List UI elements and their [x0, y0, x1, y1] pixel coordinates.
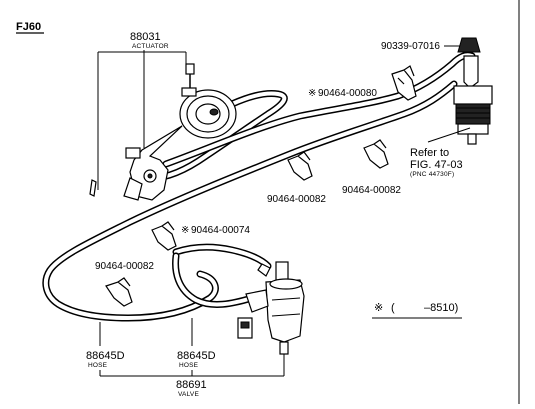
actuator-part	[123, 63, 237, 201]
part-name-valve: VALVE	[178, 391, 199, 398]
valve-part	[237, 261, 305, 355]
clamp-90464-00082-a	[287, 151, 313, 181]
part-number-90464-00080: 90464-00080	[318, 88, 377, 99]
footnote-range: –8510)	[424, 302, 458, 314]
part-mark-90464-00080: ※	[308, 88, 316, 99]
model-code: FJ60	[16, 21, 41, 33]
reference-line3: (PNC 44730F)	[410, 171, 454, 178]
part-number-88645D-left: 88645D	[86, 350, 125, 362]
actuator-leaders	[89, 50, 187, 197]
part-name-hose-right: HOSE	[179, 362, 199, 369]
clamp-90464-00080	[391, 65, 417, 101]
hose-network	[42, 51, 476, 322]
part-number-90464-00082-b: 90464-00082	[342, 185, 401, 196]
part-number-90464-00074: 90464-00074	[191, 225, 250, 236]
part-number-88691: 88691	[176, 379, 207, 391]
part-name-hose-left: HOSE	[88, 362, 108, 369]
part-number-88031: 88031	[130, 31, 161, 43]
clamp-90464-00082-c	[105, 277, 133, 307]
part-number-90339-07016: 90339-07016	[381, 41, 440, 52]
footnote-open: (	[391, 302, 395, 314]
part-mark-90464-00074: ※	[181, 225, 189, 236]
bottom-leaders	[99, 318, 285, 377]
footnote-mark: ※	[374, 302, 383, 314]
reference-line1: Refer to	[410, 147, 449, 159]
part-number-90464-00082-c: 90464-00082	[95, 261, 154, 272]
reference-line2: FIG. 47-03	[410, 159, 463, 171]
clamp-90464-00082-b	[363, 139, 389, 169]
clamp-90464-00074	[151, 221, 177, 251]
check-valve-fitting	[453, 37, 493, 145]
part-name-actuator: ACTUATOR	[132, 43, 169, 50]
part-number-90464-00082-a: 90464-00082	[267, 194, 326, 205]
part-number-88645D-right: 88645D	[177, 350, 216, 362]
leader-refer	[427, 127, 471, 143]
